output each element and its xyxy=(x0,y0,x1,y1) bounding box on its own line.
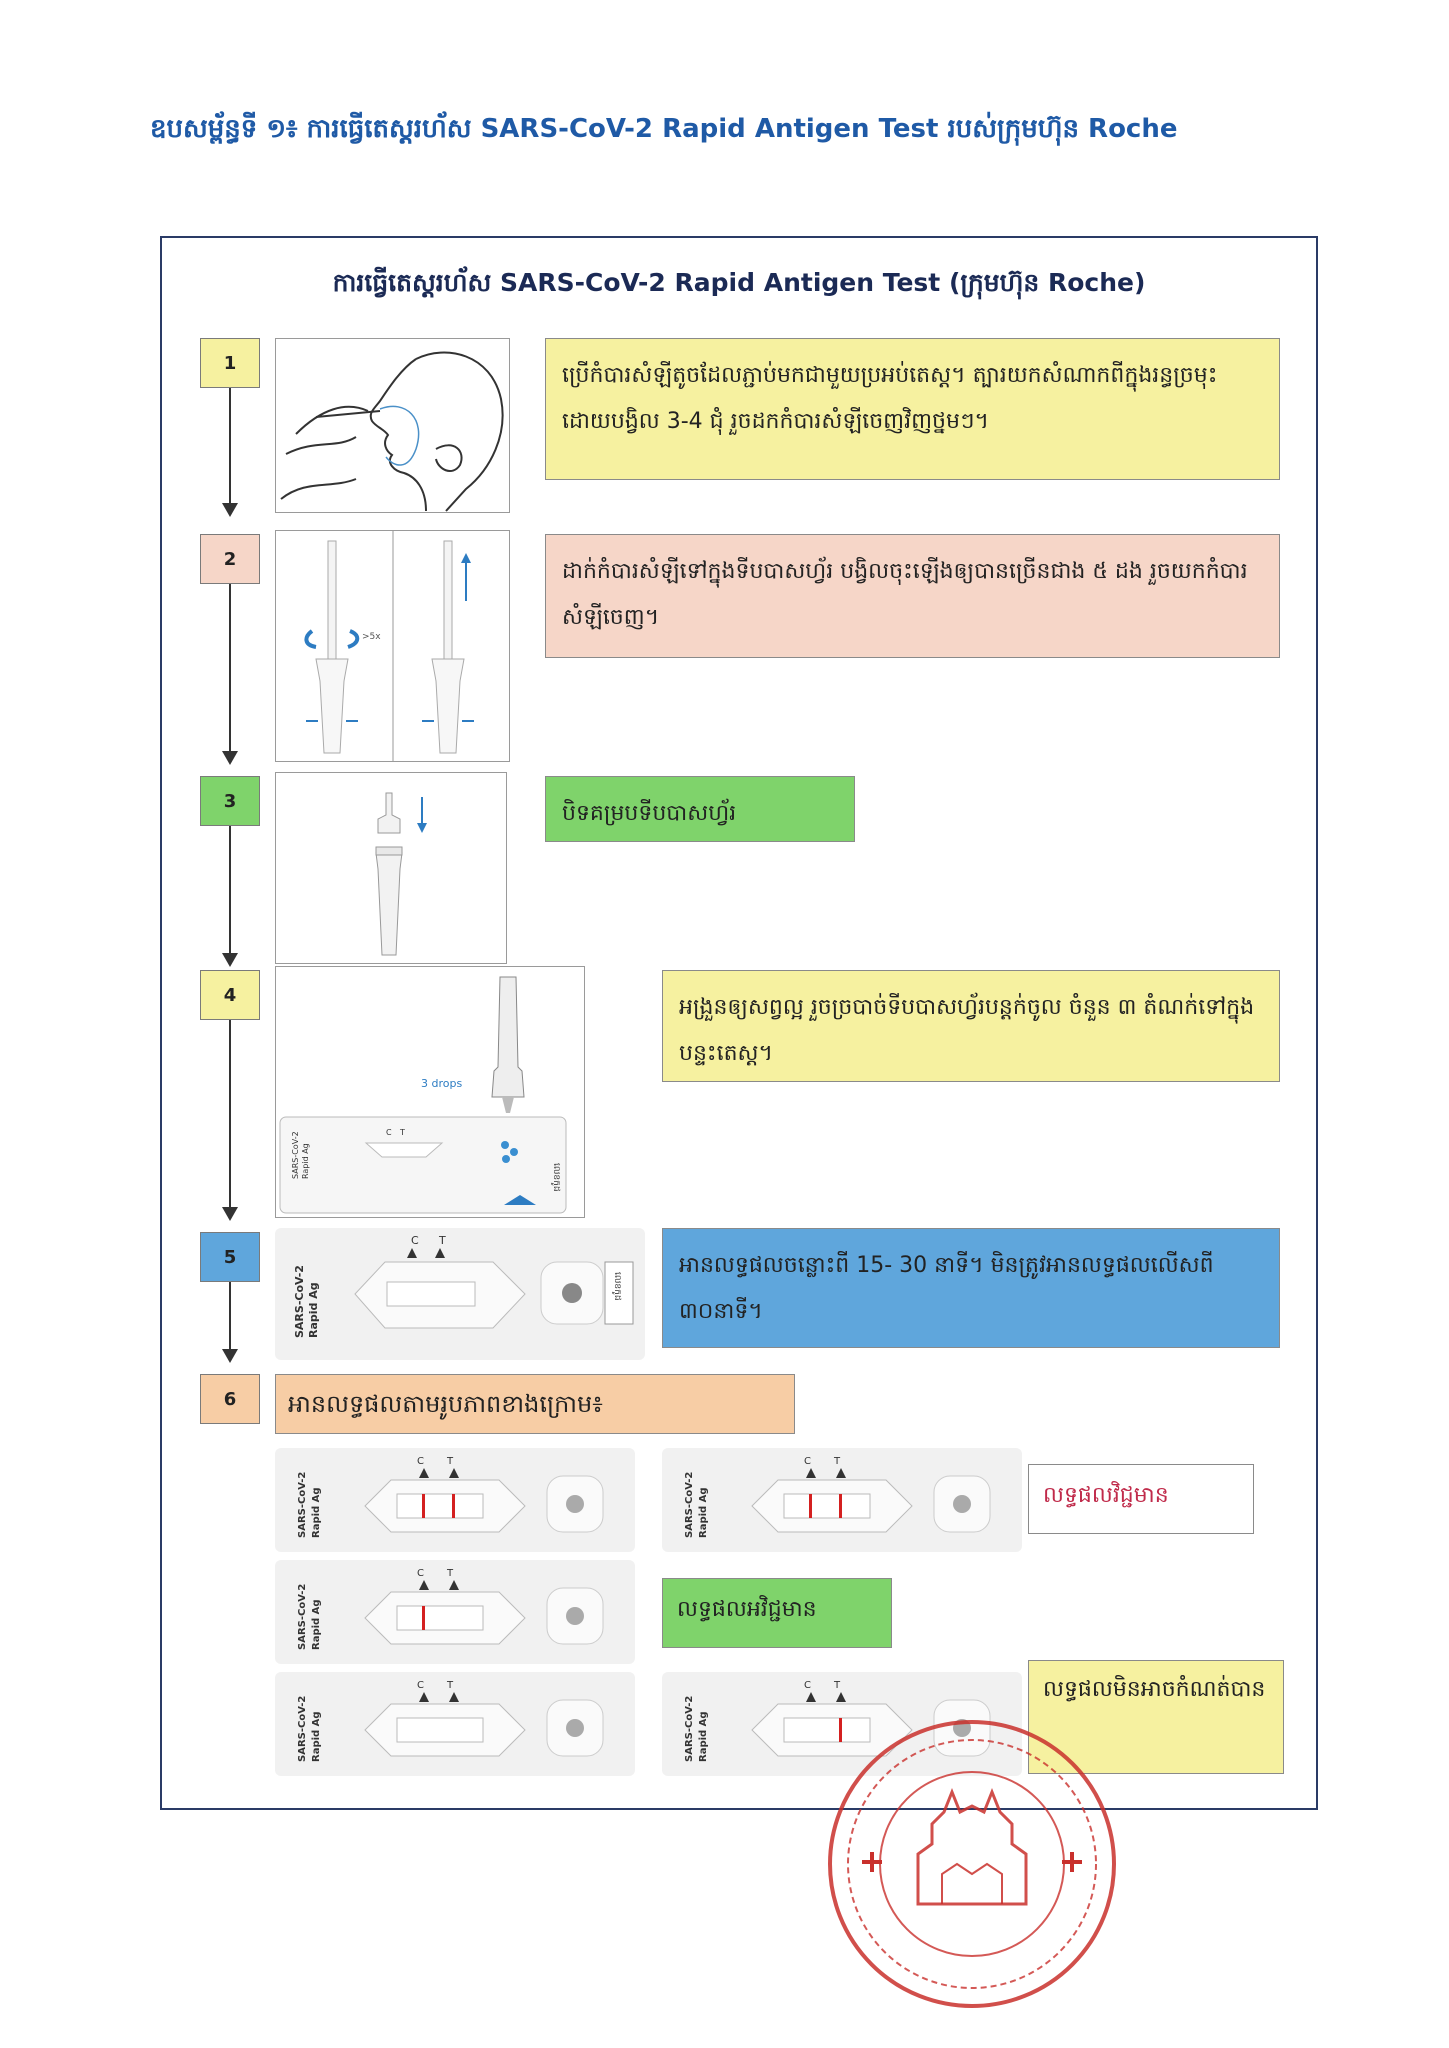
test-label: T xyxy=(446,1568,454,1579)
cassette-name: SARS-CoV-2 xyxy=(297,1472,308,1538)
test-label: T xyxy=(438,1234,446,1247)
buffer-tube-swirl-illustration: >5x xyxy=(275,530,510,762)
arrow-down-icon xyxy=(222,503,238,517)
step-3-number: 3 xyxy=(200,776,260,826)
connector-line xyxy=(229,1282,231,1352)
arrow-down-icon xyxy=(222,1207,238,1221)
test-label: T xyxy=(446,1680,454,1691)
cassette-sub: Rapid Ag xyxy=(698,1711,709,1762)
control-label: C xyxy=(417,1568,424,1579)
cassette-sub: Rapid Ag xyxy=(311,1711,322,1762)
nasal-swab-illustration xyxy=(275,338,510,513)
cassette-sub: Rapid Ag xyxy=(311,1487,322,1538)
procedure-frame xyxy=(160,236,1318,1810)
connector-line xyxy=(229,826,231,956)
drops-label: 3 drops xyxy=(421,1077,462,1090)
step-2-instruction: ដាក់កំបារសំឡីទៅក្នុងទីបបាសហ្វ័រ បង្វិលចុ… xyxy=(545,534,1280,658)
rotate-label: >5x xyxy=(362,632,381,642)
result-invalid-label: លទ្ធផលមិនអាចកំណត់បាន xyxy=(1028,1660,1284,1774)
id-label: លេខកូដ xyxy=(612,1272,622,1301)
test-label: T xyxy=(833,1456,841,1467)
control-line xyxy=(422,1494,425,1518)
page-title: ឧបសម្ព័ន្ធទី ១៖ ការធ្វើតេស្តរហ័ស SARS-Co… xyxy=(150,114,1178,144)
cassette-sub: Rapid Ag xyxy=(307,1282,320,1338)
read-result-cassette: SARS-CoV-2 Rapid Ag C T លេខកូដ xyxy=(275,1228,645,1360)
step-3-instruction: បិទគម្របទីបបាសហ្វ័រ xyxy=(545,776,855,842)
frame-title: ការធ្វើតេស្តរហ័ស SARS-CoV-2 Rapid Antige… xyxy=(332,268,1146,297)
step-6-instruction: អានលទ្ធផលតាមរូបភាពខាងក្រោម៖ xyxy=(275,1374,795,1434)
connector-line xyxy=(229,1020,231,1210)
connector-line xyxy=(229,388,231,506)
test-label: T xyxy=(833,1680,841,1691)
cassette-sub: Rapid Ag xyxy=(301,1143,310,1179)
control-label: C xyxy=(804,1456,811,1467)
step-5-number: 5 xyxy=(200,1232,260,1282)
step-6-number: 6 xyxy=(200,1374,260,1424)
id-label: លេខកូដ xyxy=(551,1163,561,1192)
cassette-sub: Rapid Ag xyxy=(698,1487,709,1538)
official-stamp xyxy=(822,1714,1122,2014)
step-5-instruction: អានលទ្ធផលចន្លោះពី 15- 30 នាទី។ មិនត្រូវអ… xyxy=(662,1228,1280,1348)
control-label: C xyxy=(386,1128,392,1137)
control-label: C xyxy=(417,1456,424,1467)
result-positive-label: លទ្ធផលវិជ្ជមាន xyxy=(1028,1464,1254,1534)
result-negative-label: លទ្ធផលអវិជ្ជមាន xyxy=(662,1578,892,1648)
cassette-name: SARS-CoV-2 xyxy=(684,1696,695,1762)
control-line xyxy=(422,1606,425,1630)
step-1-instruction: ប្រើកំបារសំឡីតូចដែលភ្ជាប់មកជាមួយប្រអប់តេ… xyxy=(545,338,1280,480)
cassette-name: SARS-CoV-2 xyxy=(684,1472,695,1538)
cassette-name: SARS-CoV-2 xyxy=(297,1696,308,1762)
step-4-number: 4 xyxy=(200,970,260,1020)
cassette-name: SARS-CoV-2 xyxy=(293,1265,306,1338)
cassette-name: SARS-CoV-2 xyxy=(291,1131,300,1179)
arrow-down-icon xyxy=(222,953,238,967)
control-line xyxy=(809,1494,812,1518)
test-line xyxy=(839,1494,842,1518)
step-4-instruction: អង្រួនឲ្យសព្វល្អ រួចច្របាច់ទីបបាសហ្វ័របន… xyxy=(662,970,1280,1082)
test-line xyxy=(452,1494,455,1518)
arrow-down-icon xyxy=(222,751,238,765)
drops-into-cassette-illustration: 3 drops SARS-CoV-2 Rapid Ag C T លេខកូដ xyxy=(275,966,585,1218)
control-label: C xyxy=(417,1680,424,1691)
connector-line xyxy=(229,584,231,754)
arrow-down-icon xyxy=(222,1349,238,1363)
test-label: T xyxy=(399,1128,405,1137)
control-label: C xyxy=(411,1234,419,1247)
step-1-number: 1 xyxy=(200,338,260,388)
cassette-sub: Rapid Ag xyxy=(311,1599,322,1650)
test-label: T xyxy=(446,1456,454,1467)
cap-tube-illustration xyxy=(275,772,507,964)
test-line xyxy=(839,1718,842,1742)
cassette-name: SARS-CoV-2 xyxy=(297,1584,308,1650)
control-label: C xyxy=(804,1680,811,1691)
step-2-number: 2 xyxy=(200,534,260,584)
